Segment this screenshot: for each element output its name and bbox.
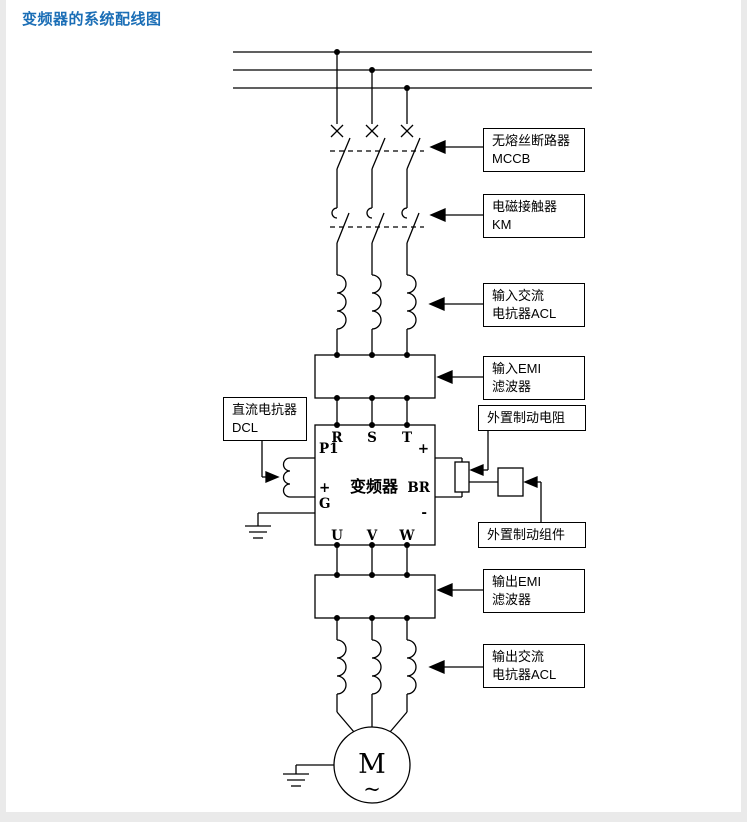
terminal-plus-top: + — [418, 441, 429, 457]
motor-ground-symbol — [283, 764, 334, 787]
inverter-box — [314, 424, 436, 546]
label-input-acl: 输入交流 电抗器ACL — [483, 283, 585, 328]
label-brake-resistor: 外置制动电阻 — [478, 405, 586, 432]
input-emi-filter-box — [314, 354, 436, 425]
label-km-line2: KM — [492, 217, 512, 233]
label-output-acl: 输出交流 电抗器ACL — [483, 644, 585, 689]
arrow-output-emi-icon — [436, 583, 453, 597]
arrow-dcl-icon — [265, 471, 280, 483]
label-input-emi-line1: 输入EMI — [492, 361, 542, 376]
terminal-minus: - — [421, 505, 427, 521]
label-input-acl-line1: 输入交流 — [492, 288, 545, 303]
label-output-acl-line2: 电抗器ACL — [492, 667, 557, 683]
motor-wave-icon: ~ — [363, 777, 381, 801]
motor-letter: M — [358, 749, 386, 780]
brake-circuit — [435, 431, 542, 522]
terminal-w: W — [398, 528, 415, 544]
arrow-km-icon — [429, 208, 446, 222]
pointer-arrows — [265, 140, 538, 674]
arrow-output-acl-icon — [428, 660, 445, 674]
arrow-brake-resistor-icon — [469, 464, 484, 476]
arrow-brake-unit-icon — [523, 476, 538, 488]
power-rails — [233, 51, 592, 124]
label-input-emi: 输入EMI 滤波器 — [483, 356, 585, 401]
output-ac-reactor-coils — [336, 639, 417, 712]
terminal-plus-left: + — [319, 480, 330, 496]
terminal-p1: P1 — [319, 441, 339, 457]
label-mccb-line2: MCCB — [492, 151, 531, 167]
brake-resistor-symbol — [454, 461, 470, 493]
label-brake-unit-line1: 外置制动组件 — [487, 527, 566, 542]
output-emi-filter-box — [314, 545, 436, 640]
inverter-ground-symbol — [245, 512, 315, 539]
label-dcl-line2: DCL — [232, 420, 259, 436]
label-km: 电磁接触器 KM — [483, 194, 585, 239]
terminal-s: S — [367, 430, 377, 446]
page-title: 变频器的系统配线图 — [22, 11, 162, 28]
label-mccb-line1: 无熔丝断路器 — [492, 133, 571, 148]
label-km-line1: 电磁接触器 — [492, 199, 558, 214]
brake-unit-symbol — [497, 467, 524, 497]
mccb-breaker-symbol — [330, 124, 424, 201]
label-brake-resistor-line1: 外置制动电阻 — [487, 410, 566, 425]
terminal-v: V — [366, 528, 378, 544]
page-edge-bottom — [0, 812, 747, 822]
page-edge-right — [741, 0, 747, 822]
label-input-acl-line2: 电抗器ACL — [492, 306, 557, 322]
terminal-t: T — [402, 430, 412, 446]
junction-dots — [334, 49, 410, 621]
terminal-br: BR — [407, 480, 430, 496]
page-edge-left — [0, 0, 6, 822]
inverter-name-label: 变频器 — [350, 477, 399, 496]
label-output-emi-line2: 滤波器 — [492, 592, 532, 608]
terminal-r: R — [331, 430, 343, 446]
label-output-emi: 输出EMI 滤波器 — [483, 569, 585, 614]
label-input-emi-line2: 滤波器 — [492, 379, 532, 395]
inverter-terminal-labels: R S T P1 + + BR G - U V W — [319, 430, 431, 544]
label-mccb: 无熔丝断路器 MCCB — [483, 128, 585, 173]
dc-reactor-coil — [261, 441, 315, 498]
label-brake-unit: 外置制动组件 — [478, 522, 586, 549]
label-output-acl-line1: 输出交流 — [492, 649, 545, 664]
arrow-input-emi-icon — [436, 370, 453, 384]
label-output-emi-line1: 输出EMI — [492, 574, 542, 589]
arrow-input-acl-icon — [428, 297, 445, 311]
arrow-mccb-icon — [429, 140, 446, 154]
label-dcl-line1: 直流电抗器 — [232, 402, 298, 417]
terminal-u: U — [331, 528, 343, 544]
input-ac-reactor-coils — [336, 274, 417, 355]
label-dcl: 直流电抗器 DCL — [223, 397, 307, 442]
km-contactor-symbol — [330, 201, 424, 275]
terminal-g: G — [319, 496, 331, 512]
